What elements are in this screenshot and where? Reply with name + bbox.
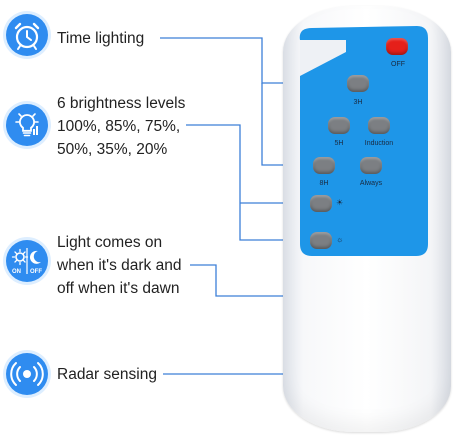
induction-button[interactable] <box>368 117 390 134</box>
5h-button[interactable] <box>328 117 350 134</box>
light-bulb-icon <box>6 104 48 146</box>
feature-line: 6 brightness levels <box>57 95 186 112</box>
feature-line: 50%, 35%, 20% <box>57 141 168 158</box>
on-label: ON <box>12 269 21 275</box>
feature-line: Time lighting <box>57 30 145 47</box>
feature-line: Light comes on <box>57 234 163 251</box>
sun-moon-icon: ON OFF <box>6 240 48 282</box>
off-label: OFF <box>30 269 42 275</box>
3h-button[interactable] <box>347 75 369 92</box>
induction-label: Induction <box>364 140 394 147</box>
dim-sun-icon: ☼ <box>336 235 344 244</box>
always-button[interactable] <box>360 157 382 174</box>
feature-radar-text: Radar sensing <box>57 363 157 386</box>
3h-label: 3H <box>353 99 363 106</box>
feature-line: 100%, 85%, 75%, <box>57 118 181 135</box>
connector-brightness <box>186 124 310 241</box>
feature-line: when it's dark and <box>57 257 182 274</box>
brightness-down-button[interactable] <box>310 232 332 249</box>
feature-brightness-text: 6 brightness levels 100%, 85%, 75%, 50%,… <box>57 92 185 161</box>
feature-time-text: Time lighting <box>57 27 144 50</box>
feature-line: Radar sensing <box>57 366 157 383</box>
8h-label: 8H <box>319 180 329 187</box>
off-label: OFF <box>391 61 405 68</box>
always-label: Always <box>359 180 383 187</box>
sun-icon: ☀ <box>336 198 344 207</box>
radar-icon <box>6 353 48 395</box>
brightness-up-button[interactable] <box>310 195 332 212</box>
off-button[interactable] <box>386 38 408 55</box>
alarm-clock-icon <box>6 14 48 56</box>
feature-daynight-text: Light comes on when it's dark and off wh… <box>57 231 181 300</box>
8h-button[interactable] <box>313 157 335 174</box>
feature-line: off when it's dawn <box>57 280 180 297</box>
5h-label: 5H <box>334 140 344 147</box>
